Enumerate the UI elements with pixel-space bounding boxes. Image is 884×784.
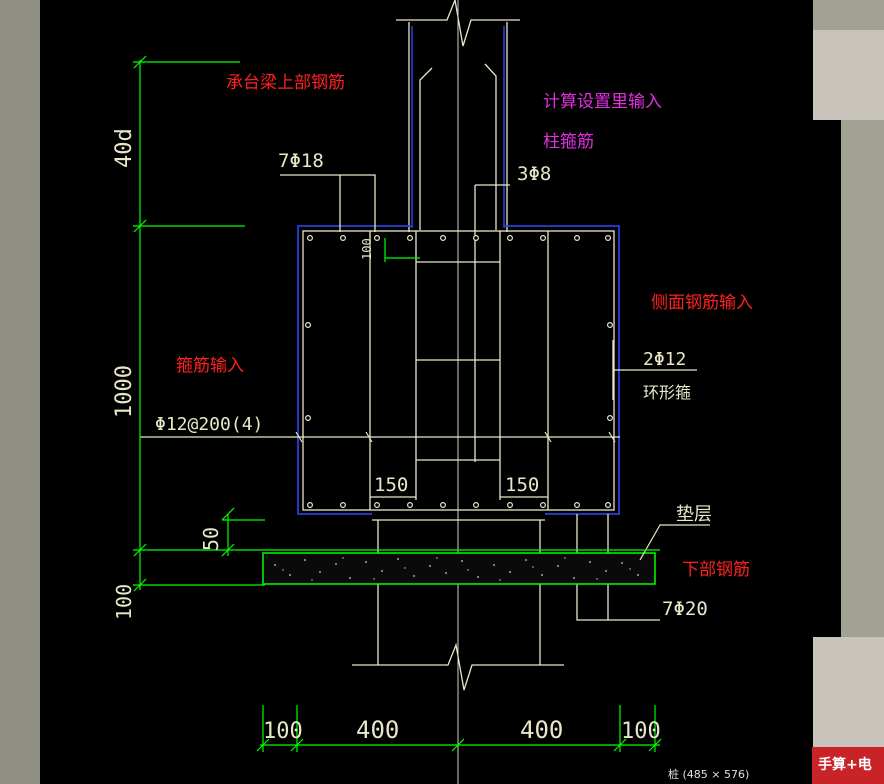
column-top — [396, 0, 520, 232]
background-strip — [813, 120, 841, 637]
label-inner-150-left: 150 — [374, 474, 408, 496]
dim-bottom-100-right: 100 — [621, 719, 661, 744]
dim-50: 50 — [199, 527, 223, 551]
background-panel — [813, 30, 884, 120]
dimension-lines-left — [133, 55, 660, 592]
label-stirrup: Φ12@200(4) — [155, 414, 263, 435]
image-caption: 桩 (485 × 576) — [668, 768, 750, 781]
dim-1000: 1000 — [112, 365, 137, 418]
label-col-stirrup: 3Φ8 — [517, 163, 551, 185]
note-top-rebar: 承台梁上部钢筋 — [226, 73, 345, 93]
cad-drawing-canvas: 7Φ18 3Φ8 2Φ12 环形箍 Φ12@200(4) 150 150 垫层 … — [40, 0, 813, 784]
cushion-leader — [639, 524, 710, 561]
note-stirrup-input: 箍筋输入 — [176, 356, 244, 376]
rebar-dots — [305, 235, 613, 509]
background-panel — [813, 637, 884, 747]
column-bottom — [352, 514, 660, 691]
dim-40d: 40d — [112, 128, 137, 168]
label-top-bars: 7Φ18 — [278, 150, 324, 172]
corner-button[interactable]: 手算+电 — [812, 747, 884, 784]
side-bar-leader — [612, 340, 697, 400]
stirrup-leader — [140, 431, 620, 443]
label-bottom-bars: 7Φ20 — [662, 598, 708, 620]
dimension-lines-bottom — [256, 705, 662, 752]
cushion-layer — [262, 552, 656, 585]
note-column-stirrup: 柱箍筋 — [543, 132, 594, 152]
dim-bottom-100-left: 100 — [263, 719, 303, 744]
beam-section-diagram: 7Φ18 3Φ8 2Φ12 环形箍 Φ12@200(4) 150 150 垫层 … — [112, 0, 753, 784]
dim-bottom-400-right: 400 — [520, 716, 563, 744]
note-side-rebar: 侧面钢筋输入 — [651, 293, 753, 313]
label-cover-100: 100 — [360, 238, 374, 260]
note-calc-settings: 计算设置里输入 — [543, 92, 662, 112]
label-side-bars: 2Φ12 — [643, 349, 686, 370]
label-side-bars-note: 环形箍 — [643, 383, 691, 402]
label-cushion: 垫层 — [676, 504, 712, 525]
note-bottom-rebar: 下部钢筋 — [682, 560, 750, 580]
dim-100-left: 100 — [112, 584, 136, 620]
label-inner-150-right: 150 — [505, 474, 539, 496]
dim-bottom-400-left: 400 — [356, 716, 399, 744]
column-outline — [411, 26, 505, 228]
